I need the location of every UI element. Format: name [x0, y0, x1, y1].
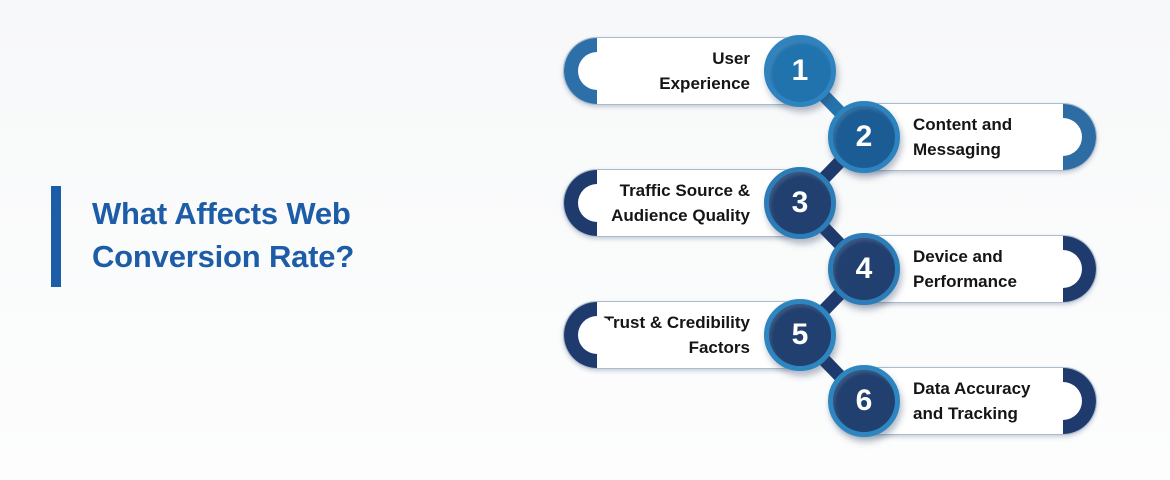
pill-cap-right-6 — [1044, 368, 1096, 434]
item-row-2: Content and Messaging 2 — [828, 101, 1097, 173]
item-row-6: Data Accuracy and Tracking 6 — [828, 365, 1097, 437]
item-number-1: 1 — [791, 54, 809, 87]
item-label-1: User Experience — [659, 49, 750, 93]
pill-cap-left-5 — [564, 302, 616, 368]
item-row-3: Traffic Source & Audience Quality 3 — [563, 167, 836, 239]
item-label-2: Content and Messaging — [913, 115, 1013, 159]
pill-cap-right-2 — [1044, 104, 1096, 170]
item-label-3: Traffic Source & Audience Quality — [611, 181, 750, 225]
item-label-4: Device and Performance — [913, 247, 1017, 291]
title-accent-bar — [51, 186, 61, 287]
item-number-badge-5: 5 — [764, 299, 836, 371]
item-label-5: Trust & Credibility Factors — [603, 313, 750, 357]
pill-cap-left-3 — [564, 170, 616, 236]
item-number-6: 6 — [855, 384, 873, 417]
item-row-4: Device and Performance 4 — [828, 233, 1097, 305]
item-number-3: 3 — [791, 186, 809, 219]
item-number-5: 5 — [791, 318, 809, 351]
item-number-badge-2: 2 — [828, 101, 900, 173]
item-number-badge-6: 6 — [828, 365, 900, 437]
item-row-1: User Experience 1 — [563, 35, 836, 107]
item-row-5: Trust & Credibility Factors 5 — [563, 299, 836, 371]
pill-cap-right-4 — [1044, 236, 1096, 302]
title-line-1: What Affects Web — [92, 196, 351, 231]
pill-cap-left-1 — [564, 38, 616, 104]
title-line-2: Conversion Rate? — [92, 239, 355, 274]
item-number-4: 4 — [855, 252, 873, 285]
item-number-badge-3: 3 — [764, 167, 836, 239]
item-number-badge-1: 1 — [764, 35, 836, 107]
item-label-6: Data Accuracy and Tracking — [913, 379, 1031, 423]
item-number-2: 2 — [855, 120, 873, 153]
item-number-badge-4: 4 — [828, 233, 900, 305]
